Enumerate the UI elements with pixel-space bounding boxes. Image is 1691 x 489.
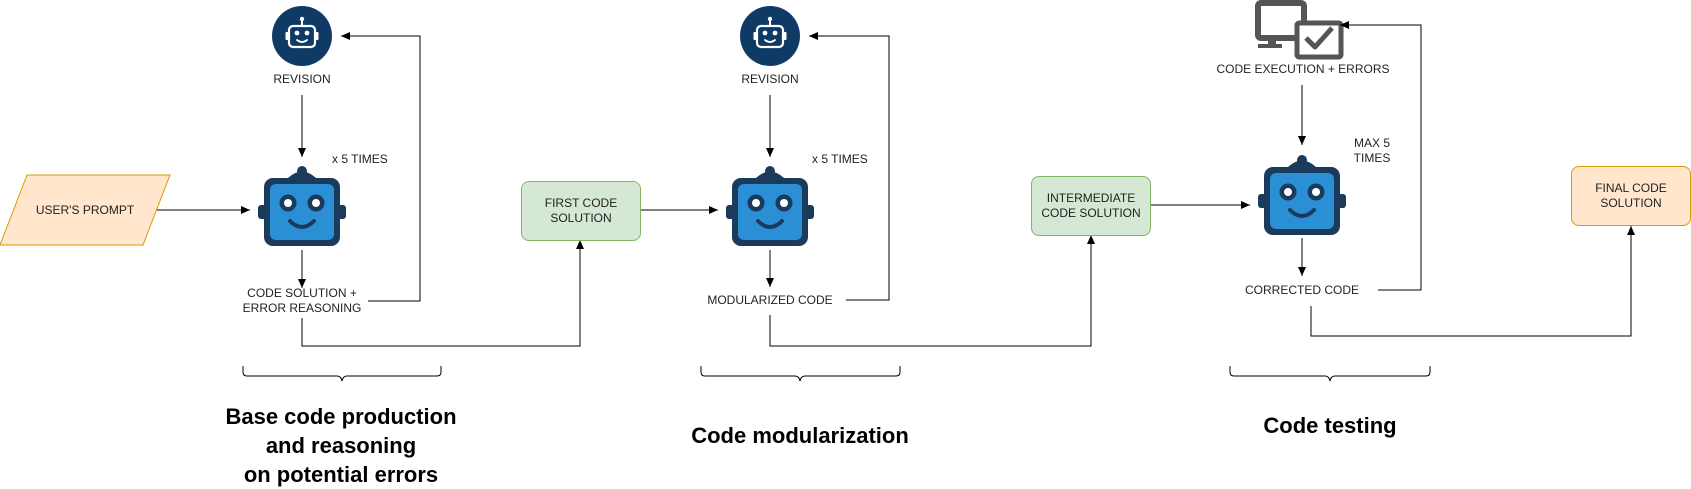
code-solution-error-reasoning-label: CODE SOLUTION + ERROR REASONING: [242, 286, 362, 315]
revision-robot-icon-2: [738, 4, 802, 68]
revision-label-1: REVISION: [273, 72, 331, 86]
modularized-code-label: MODULARIZED CODE: [707, 293, 833, 307]
first-code-solution-box: FIRST CODE SOLUTION: [521, 181, 641, 241]
stage-2-title: Code modularization: [691, 423, 909, 448]
stage-3-title: Code testing: [1263, 413, 1397, 438]
modularizer-robot-icon: [724, 164, 816, 248]
repeat-label-3: MAX 5 TIMES: [1353, 136, 1391, 165]
stage-1-title: Base code production and reasoning on po…: [225, 404, 457, 487]
revision-robot-icon: [270, 4, 334, 68]
coder-robot-icon: [256, 164, 348, 248]
monitor-check-icon: [1255, 0, 1344, 60]
users-prompt-shape: [0, 174, 171, 246]
brace-stage-3: [1229, 366, 1431, 382]
revision-label-2: REVISION: [741, 72, 799, 86]
users-prompt-label: USER'S PROMPT: [35, 203, 135, 217]
tester-robot-icon: [1256, 153, 1348, 237]
brace-stage-1: [242, 366, 442, 382]
intermediate-code-solution-box: INTERMEDIATE CODE SOLUTION: [1031, 176, 1151, 236]
code-execution-errors-label: CODE EXECUTION + ERRORS: [1216, 62, 1390, 76]
repeat-label-2: x 5 TIMES: [812, 152, 868, 166]
repeat-label-1: x 5 TIMES: [332, 152, 388, 166]
final-code-solution-box: FINAL CODE SOLUTION: [1571, 166, 1691, 226]
corrected-code-label: CORRECTED CODE: [1244, 283, 1359, 297]
brace-stage-2: [700, 366, 901, 382]
